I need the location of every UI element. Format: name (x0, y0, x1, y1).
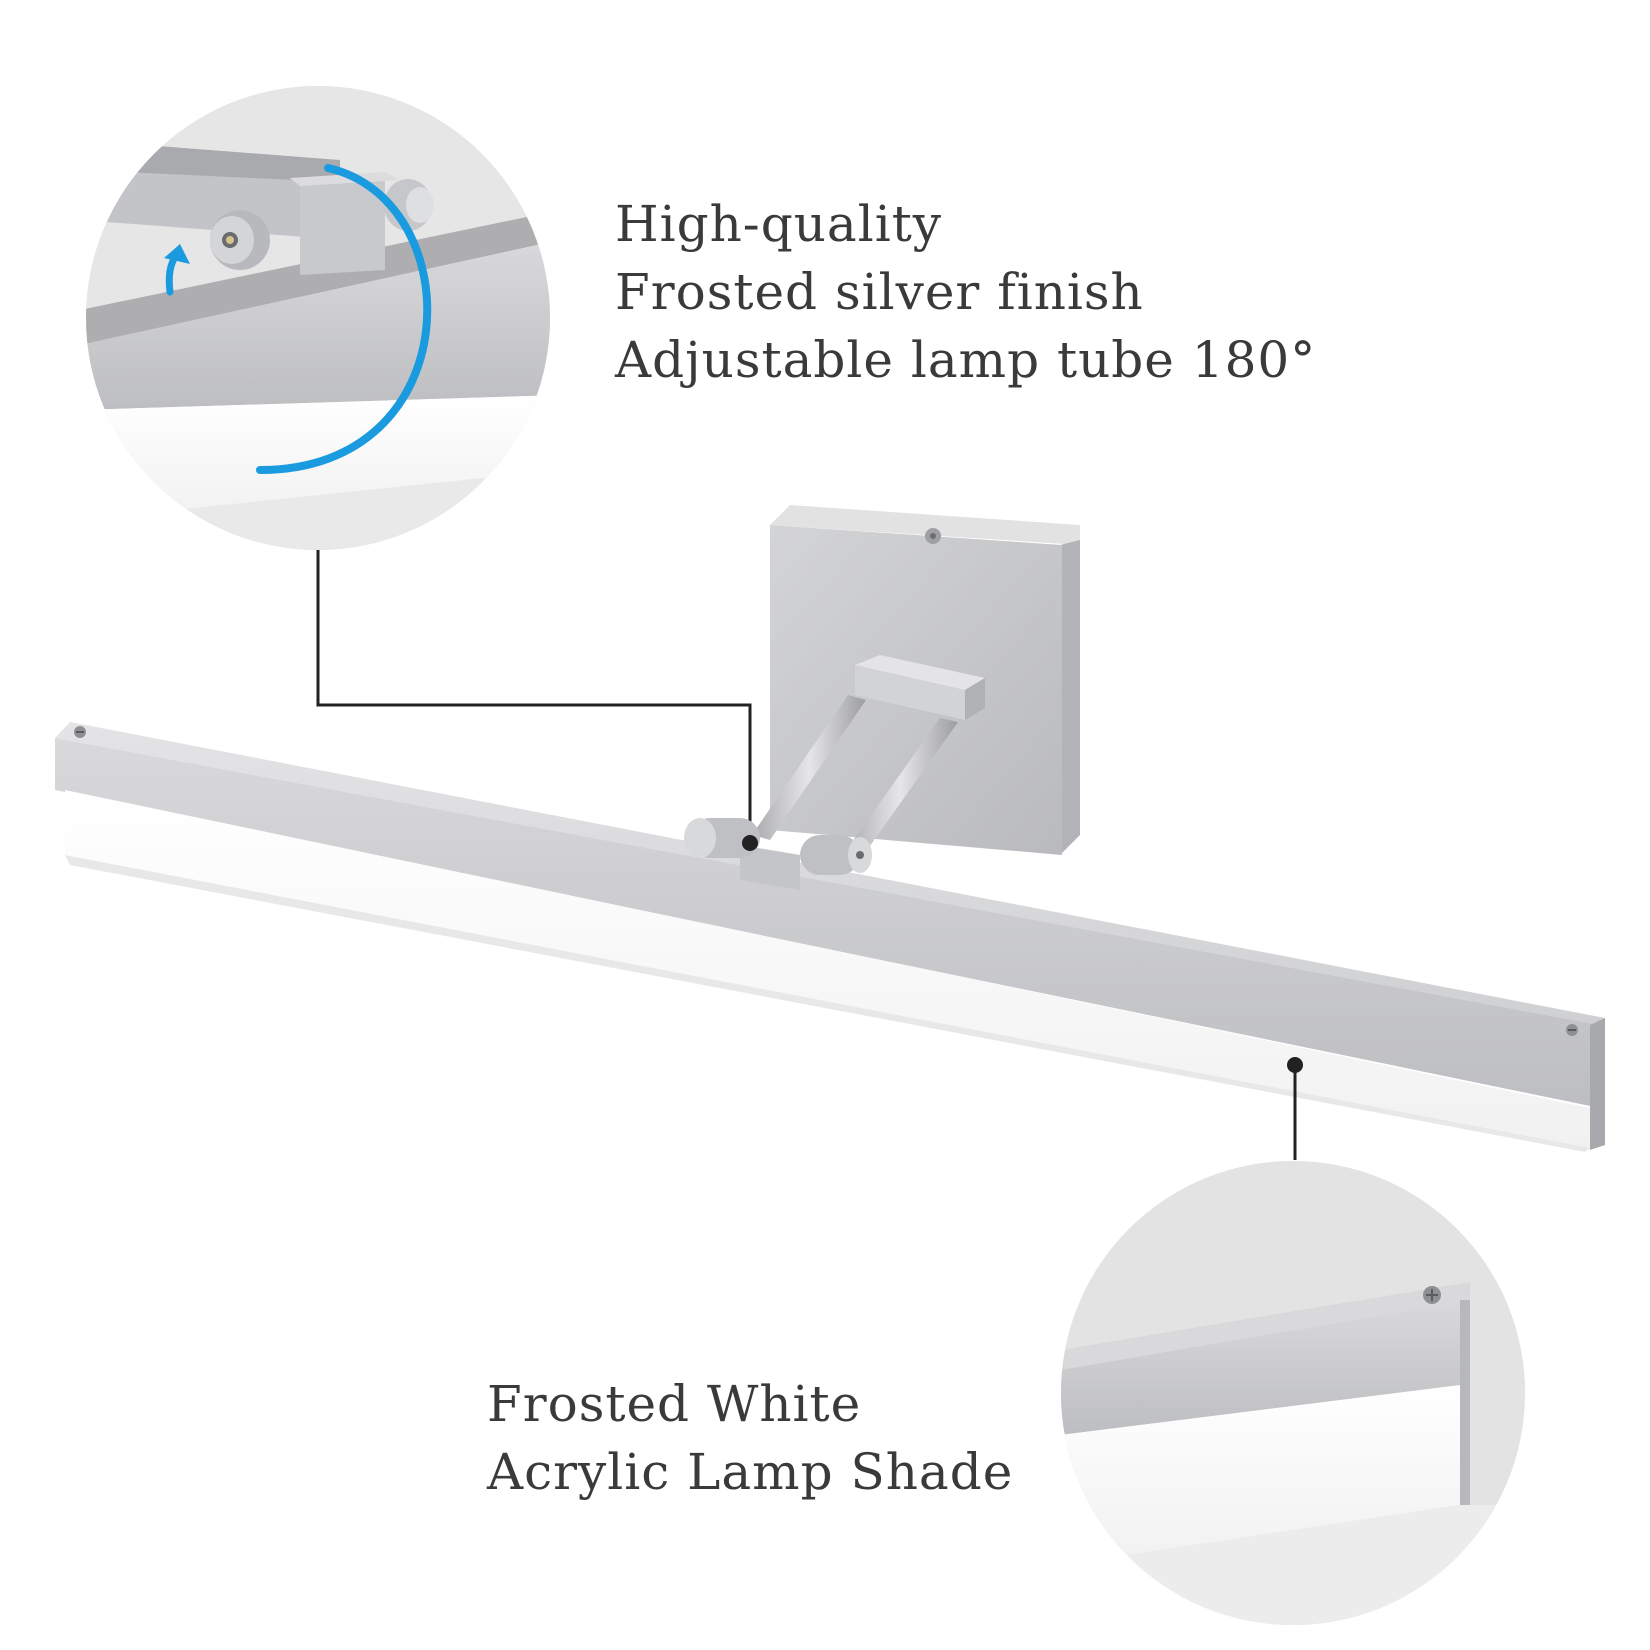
caption-line: Frosted White (487, 1375, 862, 1433)
callout-line-hinge (316, 550, 752, 840)
feature-caption-shade: Frosted White Acrylic Lamp Shade (487, 1370, 1013, 1506)
caption-line: Adjustable lamp tube 180° (615, 331, 1317, 389)
screw-icon (74, 726, 86, 738)
screw-icon (1423, 1286, 1441, 1304)
zoom-circle-shade (1061, 1161, 1525, 1625)
zoom-circle-hinge (86, 86, 550, 550)
caption-line: Acrylic Lamp Shade (487, 1443, 1014, 1501)
wall-mount-plate (770, 505, 1080, 855)
feature-caption-finish: High-quality Frosted silver finish Adjus… (615, 190, 1316, 394)
lamp-hinge (684, 818, 872, 890)
callout-dot-shade (1287, 1057, 1303, 1073)
caption-line: Frosted silver finish (615, 263, 1144, 321)
adjustable-arms (752, 695, 958, 860)
screw-icon (1566, 1024, 1578, 1036)
callout-dot-hinge (742, 835, 758, 851)
rotation-arrow-icon (164, 164, 432, 474)
caption-line: High-quality (615, 195, 943, 253)
hinge-knob-icon (210, 210, 270, 270)
